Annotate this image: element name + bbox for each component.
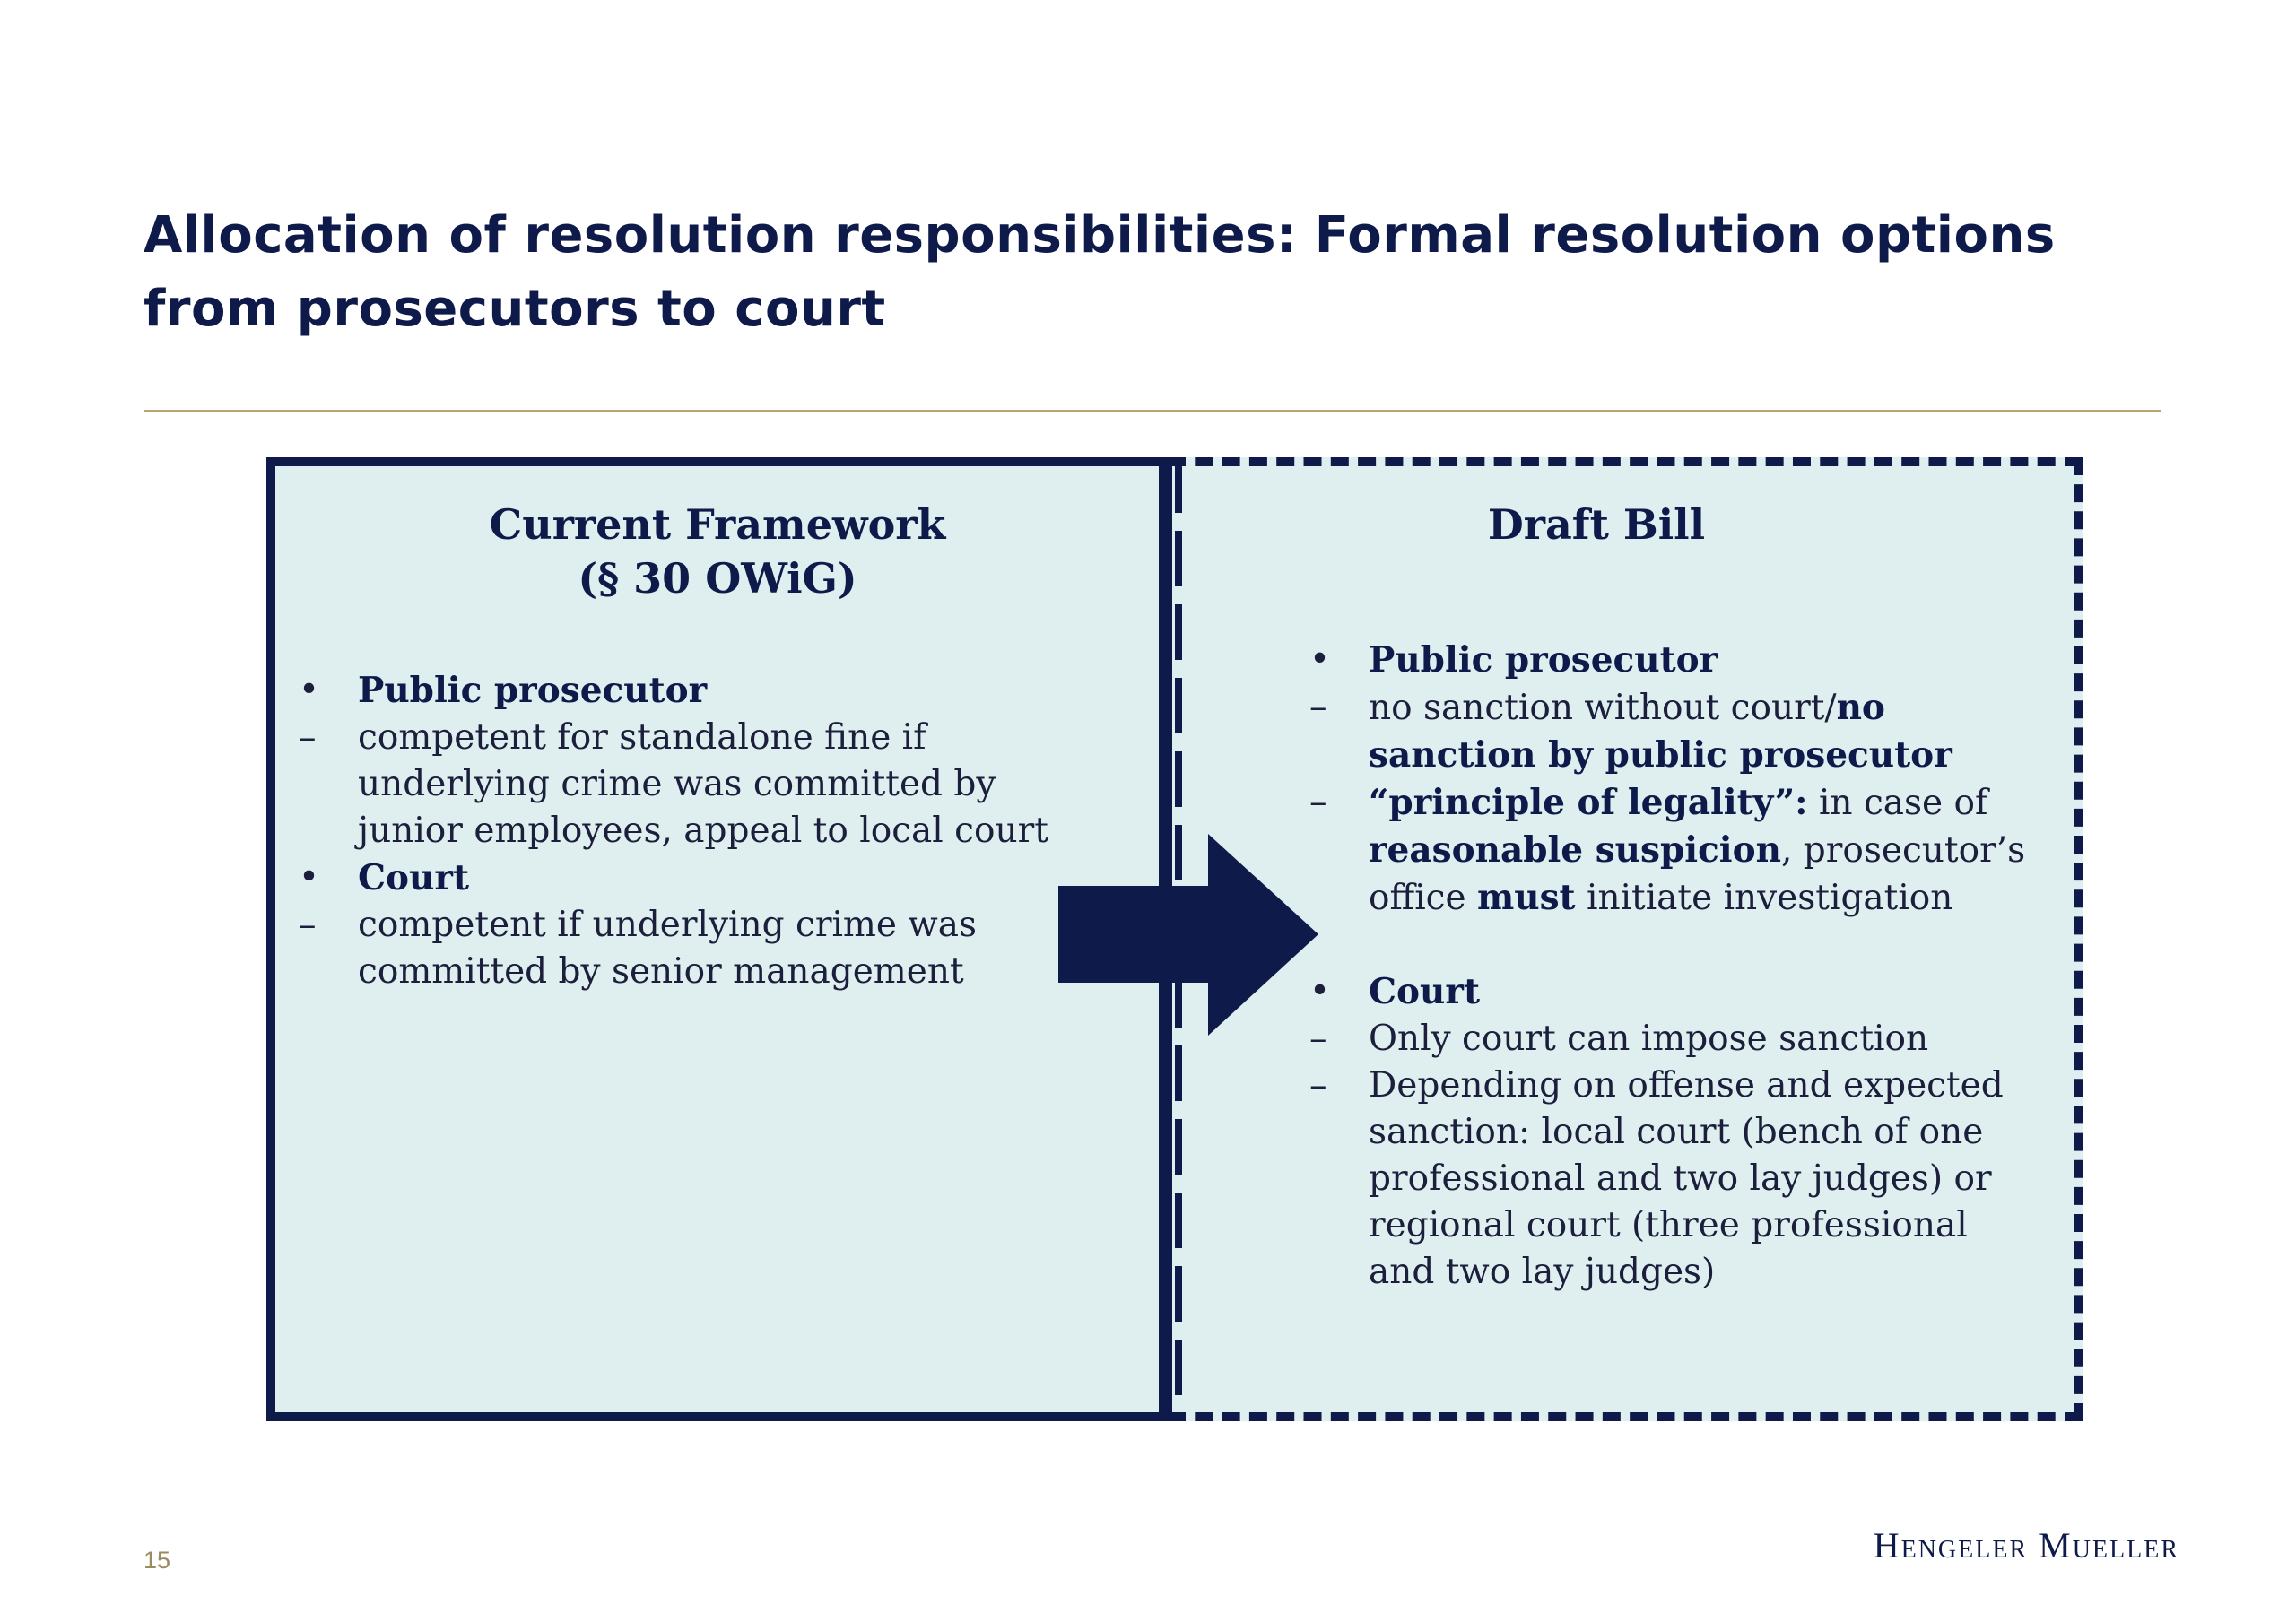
hengeler-mueller-logo: Hengeler Mueller	[1873, 1525, 2179, 1566]
title-divider-rule	[144, 410, 2161, 412]
draft-bill-list: •Public prosecutor –no sanction without …	[1309, 637, 2036, 1296]
list-item: •Public prosecutor	[1309, 639, 1718, 681]
list-item: •Public prosecutor	[299, 670, 708, 711]
page-number: 15	[144, 1547, 171, 1574]
current-framework-list: •Public prosecutor –competent for standa…	[299, 667, 1070, 995]
current-framework-panel	[266, 457, 1168, 1421]
list-item: –competent if underlying crime was commi…	[299, 905, 978, 992]
current-framework-title: Current Framework	[489, 500, 946, 549]
right-arrow-icon	[1058, 834, 1318, 1036]
list-item: –competent for standalone fine if underl…	[299, 717, 1048, 851]
list-item: –Depending on offense and expected sanct…	[1309, 1065, 2004, 1292]
current-framework-heading: Current Framework (§ 30 OWiG)	[278, 498, 1157, 605]
current-framework-subtitle: (§ 30 OWiG)	[578, 554, 857, 603]
draft-bill-panel	[1168, 457, 2083, 1421]
list-item: •Court	[1309, 971, 1480, 1012]
list-item: •Court	[299, 857, 469, 898]
draft-bill-heading: Draft Bill	[1487, 500, 1706, 549]
list-spacer	[1309, 922, 2036, 968]
list-item: –“principle of legality”: in case of rea…	[1309, 782, 2026, 918]
list-item: –Only court can impose sanction	[1309, 1019, 1929, 1059]
slide-title: Allocation of resolution responsibilitie…	[144, 206, 2056, 338]
list-item: –no sanction without court/no sanction b…	[1309, 687, 1952, 776]
